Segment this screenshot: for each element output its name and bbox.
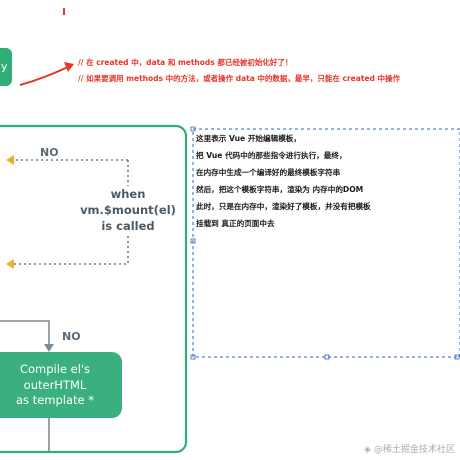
annotation-line-1: 这里表示 Vue 开始编辑模板， [196,134,301,143]
red-mark [63,8,65,15]
compile-template-box: Compile el's outerHTML as template * [0,352,122,418]
condition-line-3: is called [101,219,155,233]
no-label-top: NO [40,146,59,159]
red-arrow [19,62,74,86]
no-connector-compile [0,320,54,352]
watermark: ◈@稀土掘金技术社区 [364,442,455,455]
annotation-selection-box [190,126,460,360]
watermark-text: @稀土掘金技术社区 [373,445,455,455]
mount-condition-text: when vm.$mount(el) is called [70,186,186,234]
lifecycle-step-label: y [1,60,8,73]
juejin-logo-icon: ◈ [364,445,371,455]
annotation-line-3: 在内存中生成一个编译好的最终模板字符串 [196,168,341,177]
annotation-text[interactable]: 这里表示 Vue 开始编辑模板， 把 Vue 代码中的那些指令进行执行，最终， … [196,130,371,232]
compile-line-3: as template * [15,393,94,407]
red-note-1: // 在 created 中，data 和 methods 都已经被初始化好了！ [78,58,293,67]
red-note-2: // 如果要调用 methods 中的方法，或者操作 data 中的数据，最早，… [78,74,400,83]
annotation-line-4: 然后，把这个模板字符串，渲染为 内存中的DOM [196,185,364,194]
condition-line-1: when [110,187,146,201]
no-branch-lower [6,236,129,269]
green-container [0,124,188,454]
compile-line-2: outerHTML [23,377,87,392]
lifecycle-step-button: y [0,48,12,86]
annotation-line-6: 挂载到 真正的页面中去 [196,219,275,228]
annotation-line-5: 此时，只是在内存中，渲染好了模板，并没有把模板 [196,202,371,211]
annotation-line-2: 把 Vue 代码中的那些指令进行执行，最终， [196,151,347,160]
compile-line-1: Compile el's [19,362,91,376]
no-branch-top [6,155,129,186]
condition-line-2: vm.$mount(el) [80,203,176,217]
no-label-bottom: NO [62,330,81,343]
